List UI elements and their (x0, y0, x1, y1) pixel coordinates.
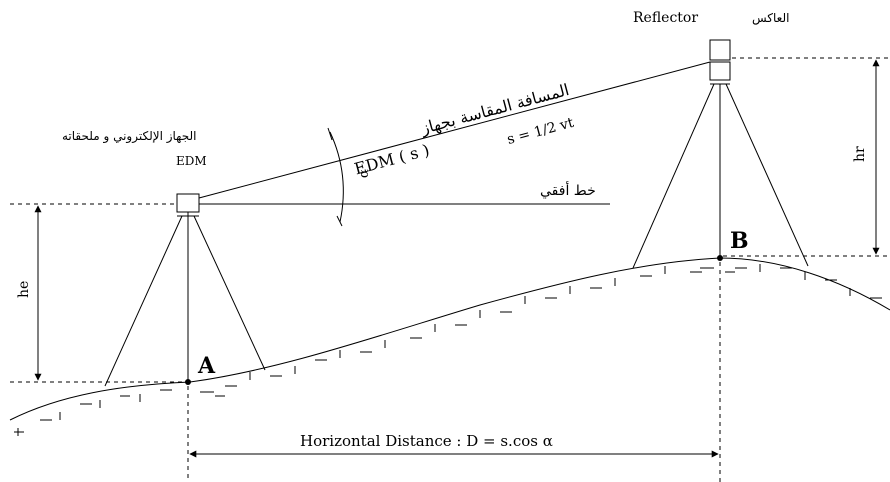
horizontal-distance-label: Horizontal Distance : D = s.cos α (300, 432, 553, 450)
alpha-label: α (357, 169, 372, 178)
formula-label: s = 1/2 vt (505, 115, 576, 148)
point-b-marker (717, 255, 723, 261)
tripod-leg-right-b (725, 83, 809, 267)
ground-hatching (14, 264, 882, 436)
tripod-leg-right-a (193, 215, 266, 371)
he-label: he (16, 281, 32, 298)
ground-profile (9, 257, 890, 421)
alpha-angle-arc (329, 131, 344, 223)
slope-distance-line (198, 61, 711, 199)
point-a-label: A (197, 353, 216, 379)
tripod-leg-left-b (632, 83, 715, 269)
reflector-label: Reflector (633, 10, 698, 26)
edm-instrument-tripod (104, 193, 266, 387)
reflector-box-top (709, 39, 731, 61)
point-a-marker (185, 379, 191, 385)
tripod-leg-left-a (104, 215, 183, 387)
hr-label: hr (852, 146, 868, 162)
instrument-arabic-label: الجهاز الإلكتروني و ملحقاته (62, 129, 196, 144)
point-b-label: B (730, 228, 749, 254)
reflector-arabic-label: العاكس (752, 11, 789, 26)
edm-instrument-box (176, 193, 200, 213)
reflector-tripod (632, 39, 809, 269)
reflector-box-bottom (709, 61, 731, 81)
edm-label: EDM (176, 154, 207, 168)
horizontal-line-arabic-label: خط أفقي (540, 181, 596, 199)
